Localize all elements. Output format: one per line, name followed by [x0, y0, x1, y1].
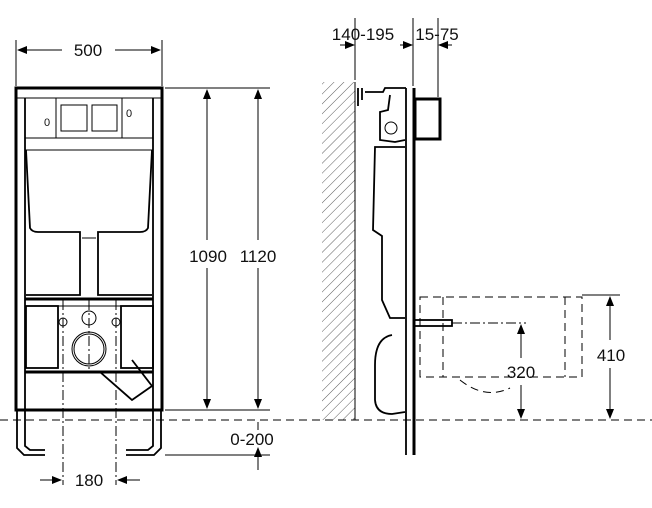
front-view: 0 0 [14, 86, 164, 485]
bowl-height-label: 410 [597, 346, 625, 365]
plate-depth-label: 15-75 [415, 25, 458, 44]
width-label: 500 [74, 41, 102, 60]
wall-distance-label: 140-195 [332, 25, 394, 44]
flush-button-left [60, 104, 88, 132]
toilet-bowl-outline [419, 296, 583, 378]
total-height-label: 1120 [240, 247, 277, 266]
flush-plate [413, 97, 442, 141]
frame-height-label: 1090 [189, 247, 227, 266]
side-view [322, 82, 583, 455]
flush-button-right [91, 104, 118, 132]
wall-hatch [322, 82, 355, 420]
leg-adjust-label: 0-200 [230, 430, 273, 449]
drain-spacing-label: 180 [75, 471, 103, 490]
panel-mark-left: 0 [44, 117, 50, 129]
front-dimensions: 500 1090 1120 0-200 180 [15, 40, 277, 490]
drain-height-label: 320 [507, 363, 535, 382]
side-dimensions: 140-195 15-75 410 320 [332, 18, 625, 419]
frame-outline [14, 86, 164, 412]
panel-mark-right: 0 [126, 108, 132, 120]
